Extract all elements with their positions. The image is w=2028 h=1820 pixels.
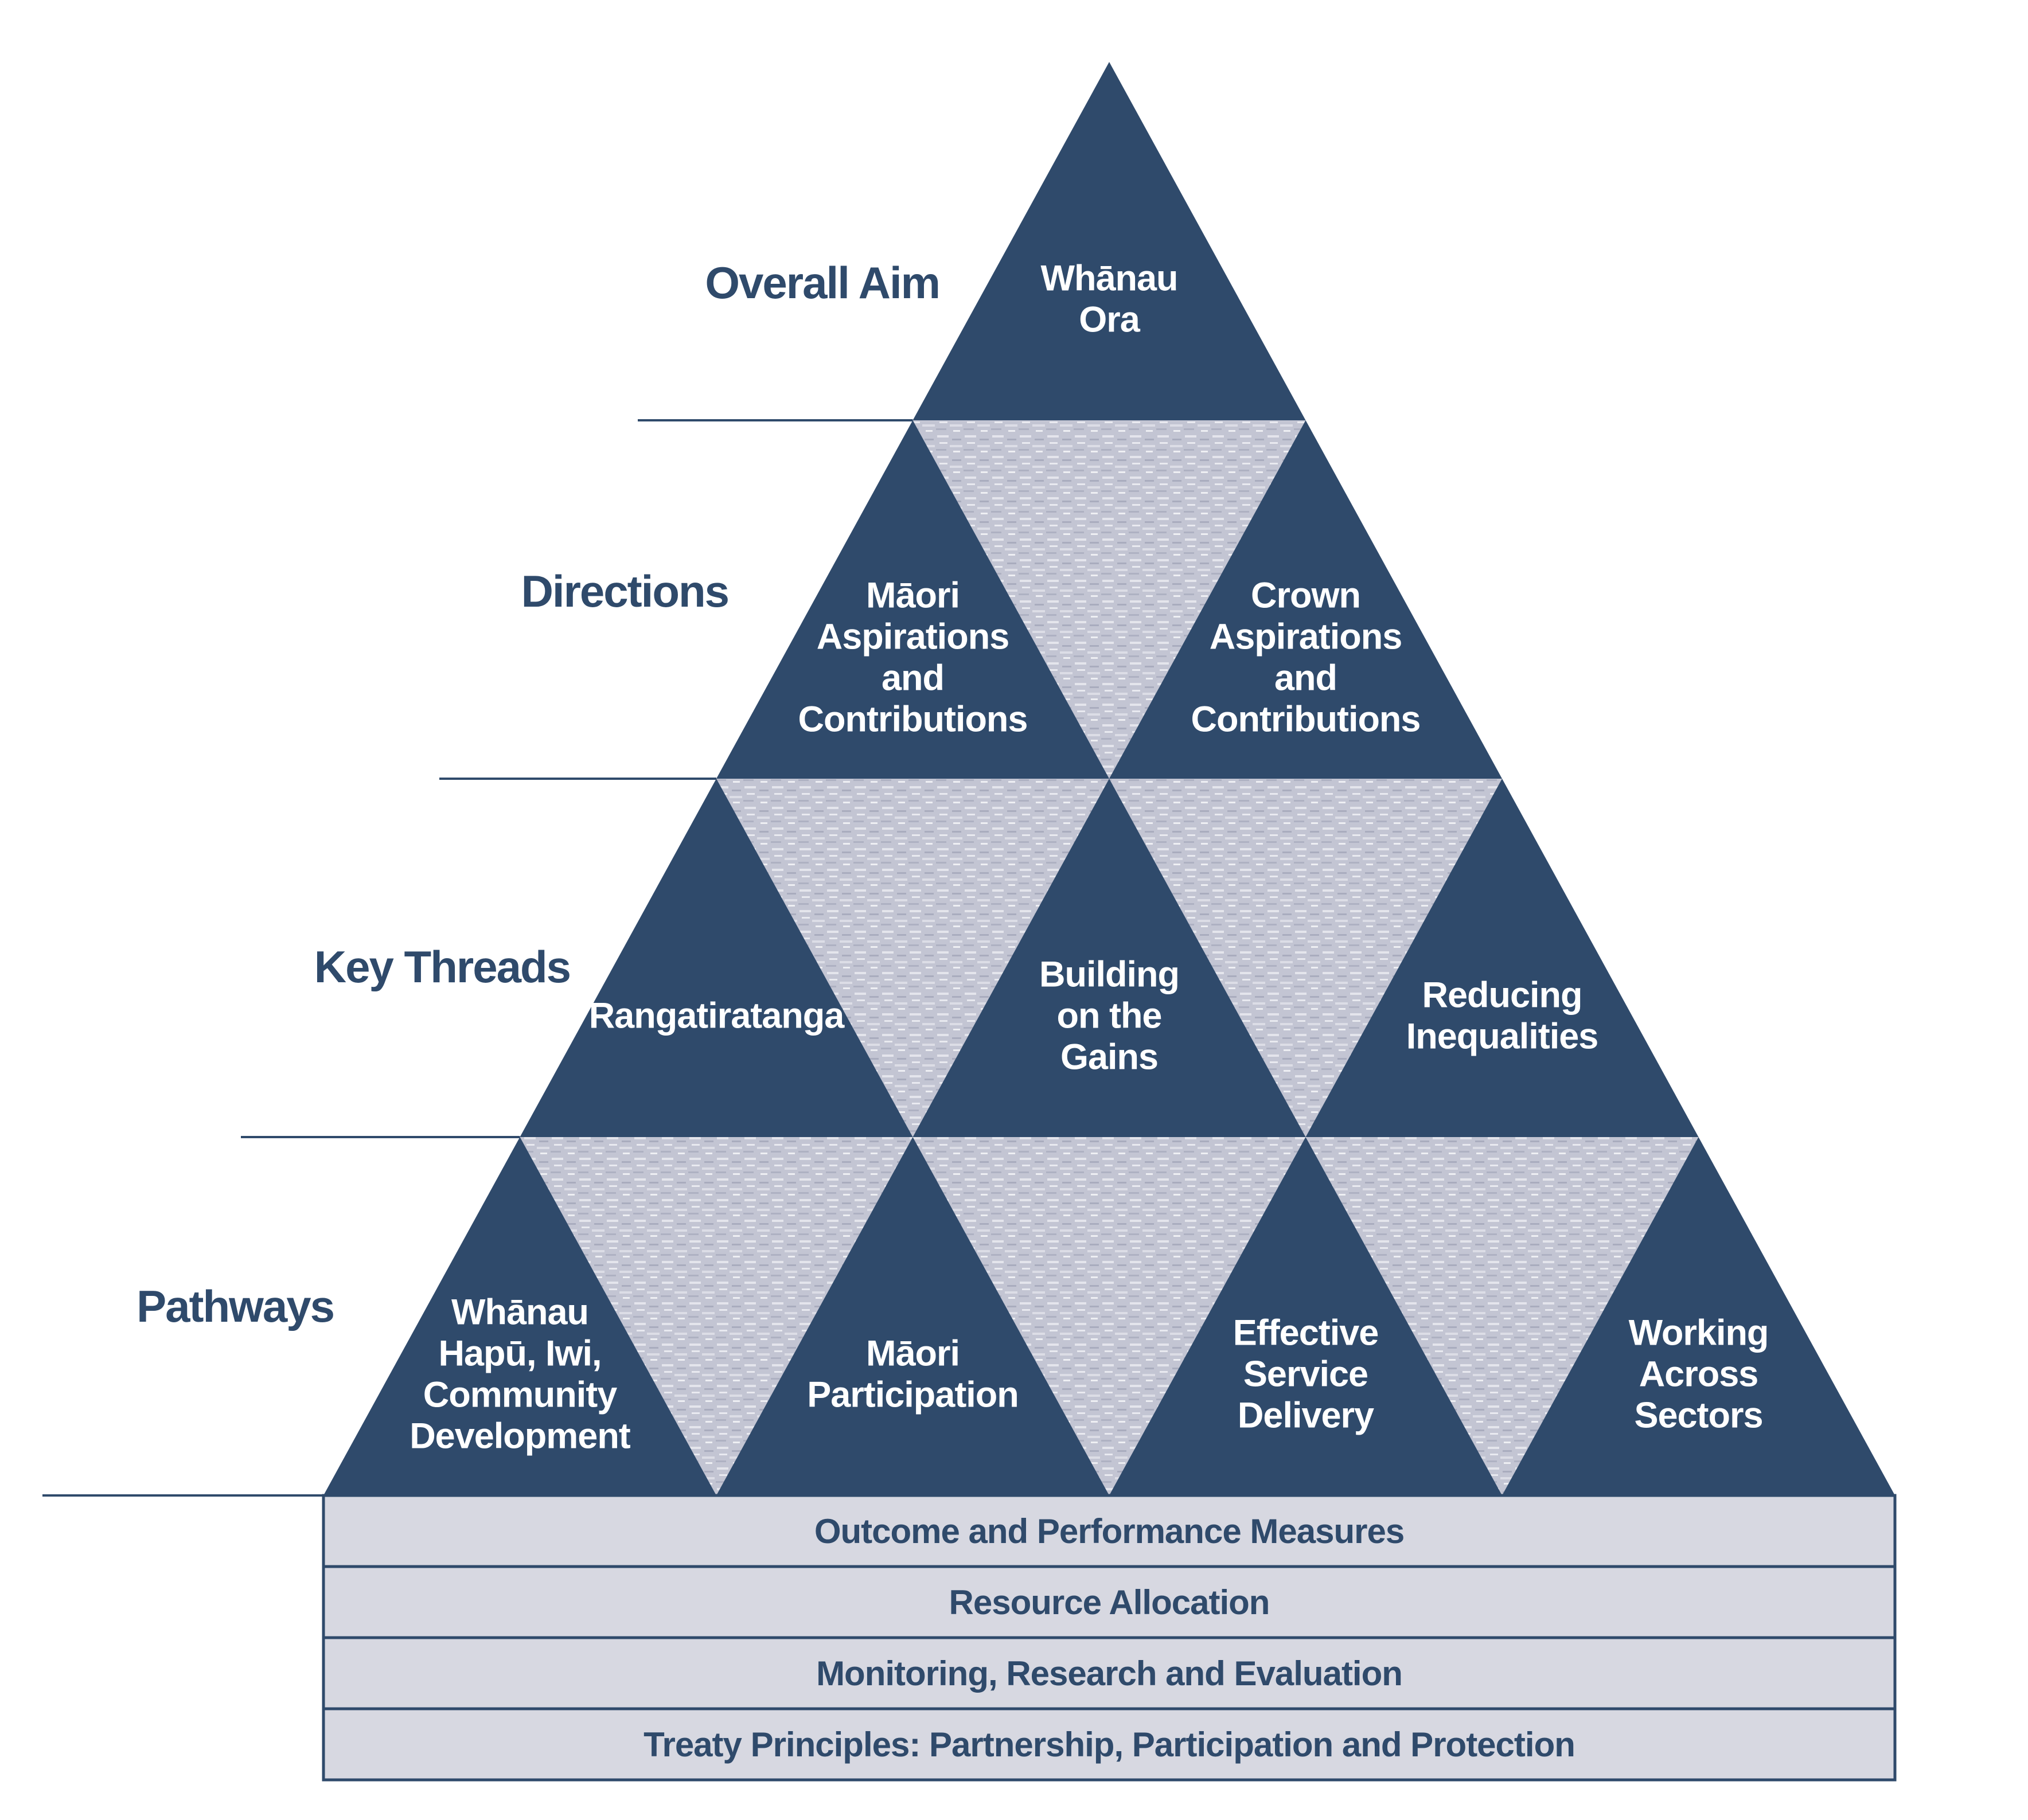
triangle-pathways-2 (716, 1137, 1109, 1495)
level-divider-lines (42, 419, 913, 1497)
triangle-label-line: Whānau (451, 1292, 588, 1333)
triangle-label-line: Delivery (1238, 1396, 1374, 1436)
triangle-label-line: and (882, 658, 944, 698)
triangle-label-line: Crown (1251, 576, 1360, 616)
foundation-row (322, 1707, 1897, 1782)
triangle-label-line: Contributions (1191, 700, 1421, 740)
triangle-directions-2 (1109, 420, 1502, 779)
triangle-key-threads-2 (912, 779, 1306, 1137)
level-label-directions: Directions (521, 566, 728, 616)
triangle-label-line: Hapū, Iwi, (438, 1334, 601, 1374)
triangle-pathways-4 (1502, 1137, 1895, 1495)
triangle-directions-1 (716, 420, 1109, 779)
foundation-row-label: Treaty Principles: Partnership, Particip… (644, 1725, 1575, 1764)
triangle-label-line: Aspirations (1210, 617, 1402, 657)
triangle-labels: WhānauOraMāoriAspirationsandContribution… (410, 259, 1769, 1456)
triangle-label-line: Participation (807, 1375, 1019, 1415)
triangle-key-threads-1 (520, 779, 913, 1137)
triangle-label-line: Rangatiratanga (589, 996, 845, 1036)
triangle-label-line: Effective (1233, 1313, 1379, 1353)
triangle-label-line: Gains (1060, 1037, 1158, 1077)
triangle-label-line: Building (1039, 955, 1179, 995)
triangles (323, 62, 1895, 1495)
triangle-label-line: Aspirations (817, 617, 1009, 657)
triangle-key-threads-3 (1305, 779, 1699, 1137)
level-label-overall-aim: Overall Aim (705, 257, 939, 308)
foundation-row (322, 1565, 1897, 1639)
triangle-label-line: Contributions (798, 700, 1028, 740)
triangle-label-line: Development (410, 1416, 631, 1456)
triangle-label-line: on the (1057, 996, 1162, 1036)
triangle-label-line: Service (1243, 1354, 1368, 1395)
triangle-label-line: Māori (866, 576, 960, 616)
triangle-label-line: Reducing (1422, 975, 1582, 1016)
level-label-pathways: Pathways (136, 1281, 334, 1331)
triangle-pathways-3 (1109, 1137, 1502, 1495)
triangle-overall-aim-1 (912, 62, 1306, 420)
level-label-key-threads: Key Threads (314, 942, 570, 992)
triangle-label-line: Across (1639, 1354, 1758, 1395)
foundation-row-label: Outcome and Performance Measures (814, 1512, 1404, 1550)
foundation-row-label: Resource Allocation (949, 1583, 1270, 1622)
triangle-label-line: Working (1629, 1313, 1769, 1353)
triangle-label-line: Community (423, 1375, 617, 1415)
foundation-row-label: Monitoring, Research and Evaluation (816, 1654, 1402, 1693)
triangle-pathways-1 (323, 1137, 716, 1495)
triangle-label-line: Inequalities (1406, 1017, 1598, 1057)
triangle-label-line: and (1274, 658, 1337, 698)
triangle-label-line: Sectors (1634, 1396, 1762, 1436)
triangle-label-line: Whānau (1041, 259, 1178, 299)
triangle-label-line: Ora (1079, 300, 1141, 340)
triangle-label-line: Māori (866, 1334, 960, 1374)
foundations-table: Outcome and Performance MeasuresResource… (322, 1494, 1897, 1782)
